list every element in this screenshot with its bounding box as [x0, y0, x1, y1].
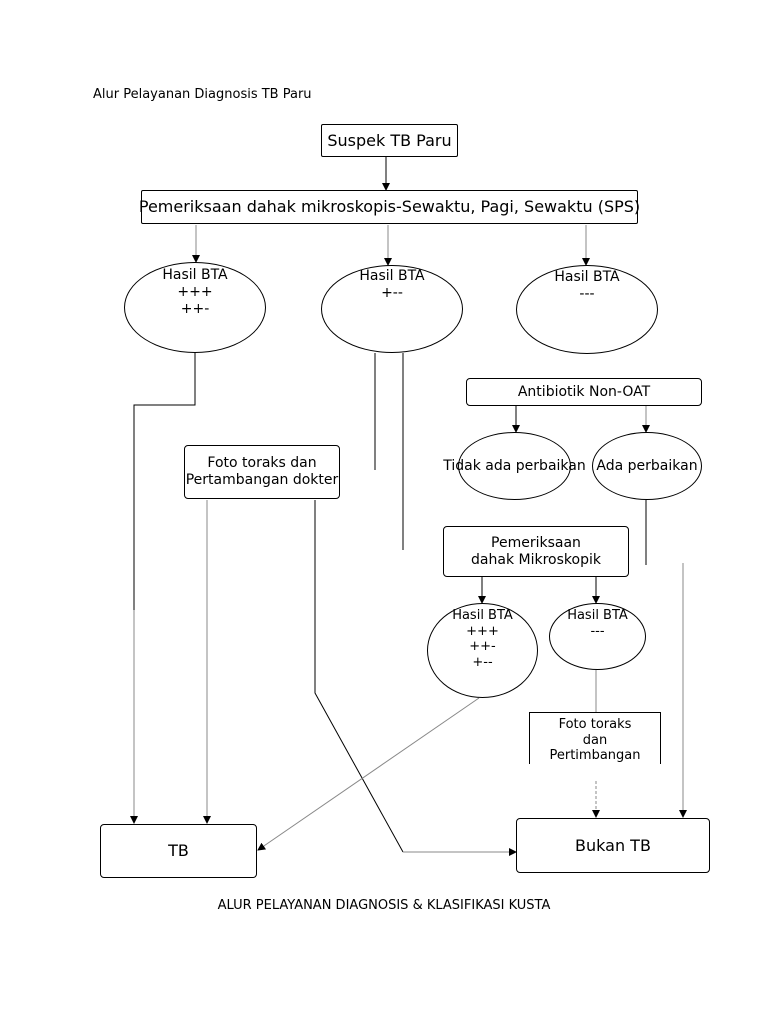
foto-toraks-2-line: Foto toraks [558, 717, 632, 732]
suspek-tb-paru-box: Suspek TB Paru [321, 124, 458, 157]
hasil-bta-2-negative-ellipse: Hasil BTA --- [549, 603, 646, 670]
pemeriksaan-sps-label: Pemeriksaan dahak mikroskopis-Sewaktu, P… [138, 197, 641, 217]
connector-foto1-to-bukantb [314, 500, 404, 853]
hasil-bta-negative-ellipse: Hasil BTA --- [516, 265, 658, 354]
pemeriksaan-mikroskopik-line: Pemeriksaan [491, 534, 581, 551]
foto-toraks-line: Foto toraks dan [207, 455, 317, 472]
tb-label: TB [168, 841, 189, 861]
pemeriksaan-mikroskopik-line: dahak Mikroskopik [471, 551, 601, 568]
tidak-ada-perbaikan-ellipse: Tidak ada perbaikan [443, 432, 586, 500]
foto-toraks-2-box: Foto toraks dan Pertimbangan [529, 712, 661, 764]
ada-perbaikan-ellipse: Ada perbaikan [592, 432, 702, 500]
antibiotik-label: Antibiotik Non-OAT [517, 383, 651, 400]
foto-toraks-box: Foto toraks dan Pertambangan dokter [184, 445, 340, 499]
hasil-bta-value: +-- [381, 284, 403, 301]
hasil-bta-value: --- [579, 285, 595, 302]
hasil-bta-title: Hasil BTA [359, 268, 425, 284]
suspek-tb-paru-label: Suspek TB Paru [327, 130, 452, 150]
footer-title: ALUR PELAYANAN DIAGNOSIS & KLASIFIKASI K… [217, 898, 551, 913]
hasil-bta-2-positive-ellipse: Hasil BTA +++ ++- +-- [427, 603, 538, 698]
ada-perbaikan-label: Ada perbaikan [596, 457, 698, 474]
foto-toraks-2-line: dan [582, 732, 608, 748]
hasil-bta-title: Hasil BTA [162, 267, 228, 283]
hasil-bta-positive-ellipse: Hasil BTA +++ ++- [124, 262, 266, 353]
hasil-bta-title: Hasil BTA [452, 608, 513, 623]
hasil-bta-value: +-- [472, 654, 493, 670]
hasil-bta-title: Hasil BTA [554, 269, 620, 285]
hasil-bta-value: --- [590, 623, 605, 639]
hasil-bta-scanty-ellipse: Hasil BTA +-- [321, 265, 463, 353]
foto-toraks-2-line: Pertimbangan [549, 748, 641, 764]
connector-hasil2-pos-to-tb [257, 697, 480, 851]
antibiotik-non-oat-box: Antibiotik Non-OAT [466, 378, 702, 406]
tidak-ada-perbaikan-label: Tidak ada perbaikan [443, 457, 586, 474]
connector-hasil-pos-to-tb [133, 353, 196, 610]
bukan-tb-label: Bukan TB [575, 835, 651, 855]
hasil-bta-title: Hasil BTA [567, 608, 628, 623]
pemeriksaan-sps-box: Pemeriksaan dahak mikroskopis-Sewaktu, P… [138, 190, 641, 224]
hasil-bta-value: +++ [177, 283, 213, 300]
foto-toraks-line: Pertambangan dokter [185, 472, 339, 488]
tb-result-box: TB [100, 824, 257, 878]
hasil-bta-value: ++- [180, 300, 210, 317]
hasil-bta-value: +++ [466, 623, 499, 639]
pemeriksaan-mikroskopik-box: Pemeriksaan dahak Mikroskopik [443, 526, 629, 577]
page-title: Alur Pelayanan Diagnosis TB Paru [93, 87, 312, 102]
bukan-tb-result-box: Bukan TB [516, 818, 710, 873]
hasil-bta-value: ++- [469, 639, 496, 655]
